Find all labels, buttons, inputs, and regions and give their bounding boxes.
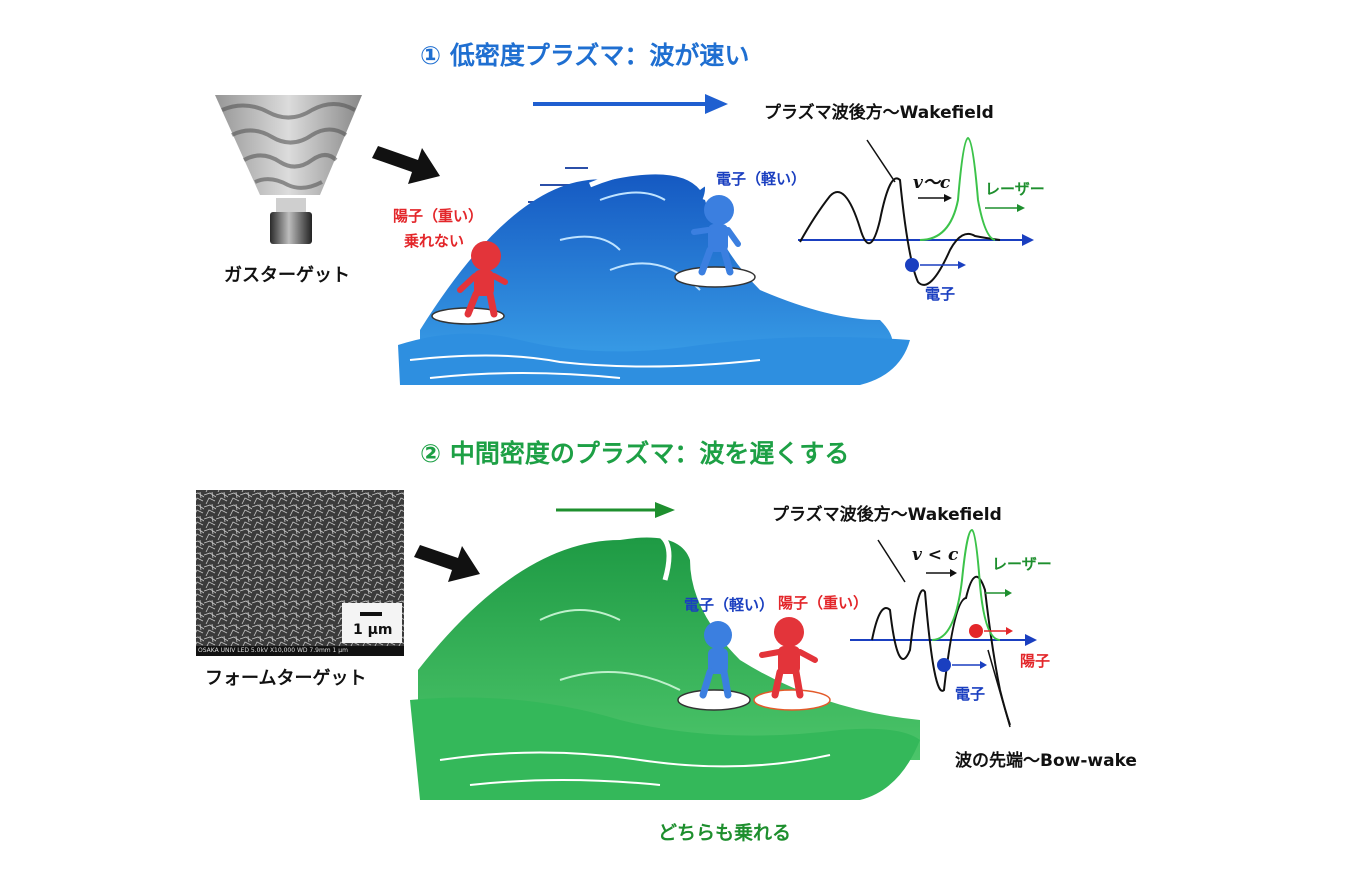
proton-cannot-ride-label: 乗れない: [404, 232, 465, 250]
wakefield-plot-1: [798, 136, 1034, 286]
electron-surfer-label-1: 電子（軽い）: [716, 170, 807, 188]
electron-surfer-figure-2: [677, 621, 751, 711]
proton-surfer-figure-1: [431, 241, 508, 325]
electron-label-2: 電子: [955, 685, 986, 703]
proton-surfer-figure-2: [753, 617, 831, 711]
conclusion-label: どちらも乗れる: [658, 822, 792, 844]
proton-surfer-label-2: 陽子（重い）: [778, 594, 869, 612]
wakefield-plot-2: [850, 528, 1037, 728]
electron-label-1: 電子: [925, 285, 956, 303]
blue-wave: [398, 166, 910, 385]
panel1-title: ① 低密度プラズマ：波が速い: [420, 41, 750, 70]
sem-footer: OSAKA UNIV LED 5.0kV X10,000 WD 7.9mm 1 …: [198, 647, 348, 654]
proton-label-2: 陽子: [1020, 652, 1051, 670]
electron-surfer-figure-1: [674, 195, 756, 288]
speed-label-1: v〜c: [913, 173, 951, 193]
panel2-title: ② 中間密度のプラズマ：波を遅くする: [420, 439, 850, 468]
arrow-right-icon: [414, 545, 480, 582]
wakefield-label-2: プラズマ波後方〜Wakefield: [772, 505, 1002, 525]
laser-label-1: レーザー: [985, 180, 1045, 198]
gas-nozzle-icon: [215, 95, 362, 244]
laser-label-2: レーザー: [992, 555, 1052, 573]
gas-target-label: ガスターゲット: [224, 265, 350, 286]
electron-surfer-label-2: 電子（軽い）: [684, 596, 775, 614]
proton-surfer-label-1: 陽子（重い）: [393, 207, 484, 225]
arrow-right-icon: [372, 146, 440, 184]
wakefield-label-1: プラズマ波後方〜Wakefield: [764, 103, 994, 123]
foam-target-label: フォームターゲット: [205, 668, 367, 689]
speed-label-2: v < c: [912, 545, 959, 565]
green-wave: [410, 528, 920, 800]
bow-wake-label: 波の先端〜Bow-wake: [955, 751, 1137, 771]
scale-bar-label: 1 μm: [353, 622, 393, 638]
